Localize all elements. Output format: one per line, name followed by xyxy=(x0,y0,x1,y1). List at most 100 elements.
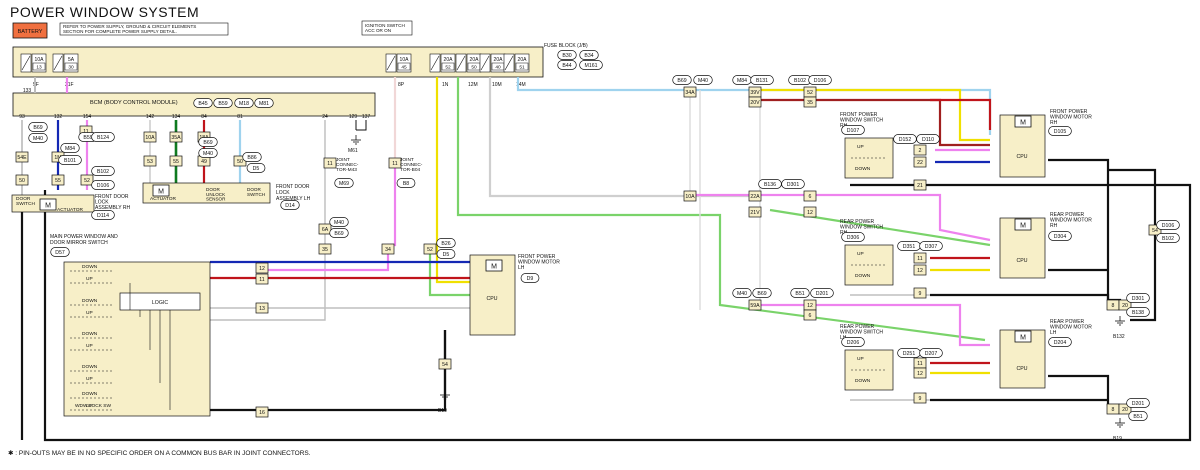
wire-black-right xyxy=(1108,168,1157,322)
front-lock-lh-label: ASSEMBLY LH xyxy=(276,196,311,202)
connector-oval xyxy=(1156,233,1180,243)
fuse-symbol xyxy=(504,55,514,71)
connector-pin xyxy=(1118,299,1132,311)
connector-pin xyxy=(748,96,762,108)
connector-pin xyxy=(255,273,269,285)
wire-red-fr-top xyxy=(930,98,992,130)
connector-oval-text: M40 xyxy=(203,151,213,157)
connector-pin-text: 12 xyxy=(807,210,813,216)
conn-d9 xyxy=(520,273,540,283)
connector-oval xyxy=(693,75,713,85)
fuse-symbol xyxy=(430,55,440,71)
rear-motor-rh-label: RH xyxy=(1050,223,1058,229)
connector-oval-text: D106 xyxy=(97,183,110,189)
connector-pin xyxy=(381,243,395,255)
front-motor-rh-label: WINDOW MOTOR xyxy=(1050,115,1092,121)
fuse-num: 52 xyxy=(445,65,451,71)
connector-pin-text: 49 xyxy=(201,159,207,165)
connector-oval xyxy=(198,137,218,147)
fuse-num: 51 xyxy=(519,65,525,71)
wire-black-rrg xyxy=(930,293,1110,300)
joint-b04-label: CONNEC- xyxy=(400,162,423,168)
connector-pin xyxy=(913,287,927,299)
front-motor-rh-label: FRONT POWER xyxy=(1050,109,1088,115)
connector-pin xyxy=(255,406,269,418)
rear-motor-rh-cpu: CPU xyxy=(1017,258,1028,264)
conn-d206 xyxy=(841,337,865,347)
conn-b44-text: B44 xyxy=(562,63,571,69)
front-motor-lh-cpu: CPU xyxy=(487,296,498,302)
conn-d14 xyxy=(280,200,300,210)
actuator-rh-label: ACTUATOR xyxy=(57,207,83,213)
switch-down-label: DOWN xyxy=(82,391,98,397)
switch-down-label: DOWN xyxy=(82,331,98,337)
conn-d9-text: D9 xyxy=(527,276,534,282)
fuse-terminal: 14M xyxy=(516,82,526,88)
connector-pin xyxy=(748,190,762,202)
wire-black-loop xyxy=(43,183,1192,442)
connector-pin xyxy=(255,302,269,314)
connector-pin-text: 13 xyxy=(259,306,265,312)
bcm-pin: 129 xyxy=(349,114,358,120)
connector-oval-text: M84 xyxy=(737,78,747,84)
connector-oval xyxy=(1156,220,1180,230)
connector-pin-text: 50 xyxy=(237,159,243,165)
connector-pin xyxy=(423,243,437,255)
conn-d306-text: D306 xyxy=(847,235,860,241)
connector-pin xyxy=(748,299,762,311)
footnote: ✱ : PIN-OUTS MAY BE IN NO SPECIFIC ORDER… xyxy=(8,450,311,457)
connector-pin-text: 20 xyxy=(1122,303,1128,309)
connector-oval-text: D106 xyxy=(1162,223,1175,229)
connector-oval xyxy=(1126,293,1150,303)
conn-d5 xyxy=(436,249,456,259)
conn-d114 xyxy=(91,210,115,220)
connector-oval-text: B69 xyxy=(677,78,686,84)
page-title: POWER WINDOW SYSTEM xyxy=(10,4,200,20)
connector-pin xyxy=(255,262,269,274)
connector-pin-text: 6 xyxy=(809,313,812,319)
fuse-num: 40 xyxy=(495,65,501,71)
connector-pin xyxy=(913,156,927,168)
connector-oval xyxy=(28,133,48,143)
wire-yellow-1n xyxy=(435,77,470,284)
connector-pin-text: 12 xyxy=(917,268,923,274)
wire-black-lock xyxy=(210,330,447,412)
switch-down-label: DOWN xyxy=(82,298,98,304)
conn-m18 xyxy=(234,98,254,108)
conn-b26 xyxy=(436,238,456,248)
rear-switch-lh-up-label: UP xyxy=(857,356,864,362)
wire-pink-main xyxy=(262,166,397,272)
conn-d107-text: D107 xyxy=(847,128,860,134)
connector-oval-text: B102 xyxy=(794,78,806,84)
conn-b59-text: B59 xyxy=(218,101,227,107)
connector-pin xyxy=(169,155,183,167)
fuse-terminal: 10M xyxy=(492,82,502,88)
connector-pin xyxy=(323,157,337,169)
connector-oval-text: B124 xyxy=(97,135,109,141)
connector-pin-text: 9 xyxy=(919,291,922,297)
conn-b26-text: B26 xyxy=(441,241,450,247)
conn-b30 xyxy=(557,50,577,60)
connector-pin-text: 20V xyxy=(750,100,760,106)
rear-motor-lh-label: WINDOW MOTOR xyxy=(1050,325,1092,331)
connector-pin xyxy=(15,151,29,163)
wdw-lock-label: WDW LOCK SW xyxy=(75,403,111,409)
unlock-sensor-label: UNLOCK xyxy=(206,192,226,197)
fuse-symbol xyxy=(386,55,396,71)
connector-pin-text: 54E xyxy=(17,155,27,161)
connector-pin xyxy=(803,206,817,218)
fuse-terminal: 8P xyxy=(398,82,405,88)
connector-oval xyxy=(58,155,82,165)
bcm-pin: 137 xyxy=(362,114,371,120)
fuse-num-box xyxy=(32,62,46,71)
connector-oval-text: B51 xyxy=(795,291,804,297)
conn-d114-text: D114 xyxy=(97,213,109,219)
conn-d105-text: D105 xyxy=(1054,129,1067,135)
conn-d206-text: D206 xyxy=(847,340,860,346)
connector-pin-text: 59A xyxy=(750,303,760,309)
connector-oval xyxy=(790,288,810,298)
conn-d5-text: D5 xyxy=(443,252,450,258)
ground-label: B19 xyxy=(1113,436,1122,442)
conn-b8-text: B8 xyxy=(403,181,409,187)
rear-motor-rh-label: REAR POWER xyxy=(1050,212,1085,218)
